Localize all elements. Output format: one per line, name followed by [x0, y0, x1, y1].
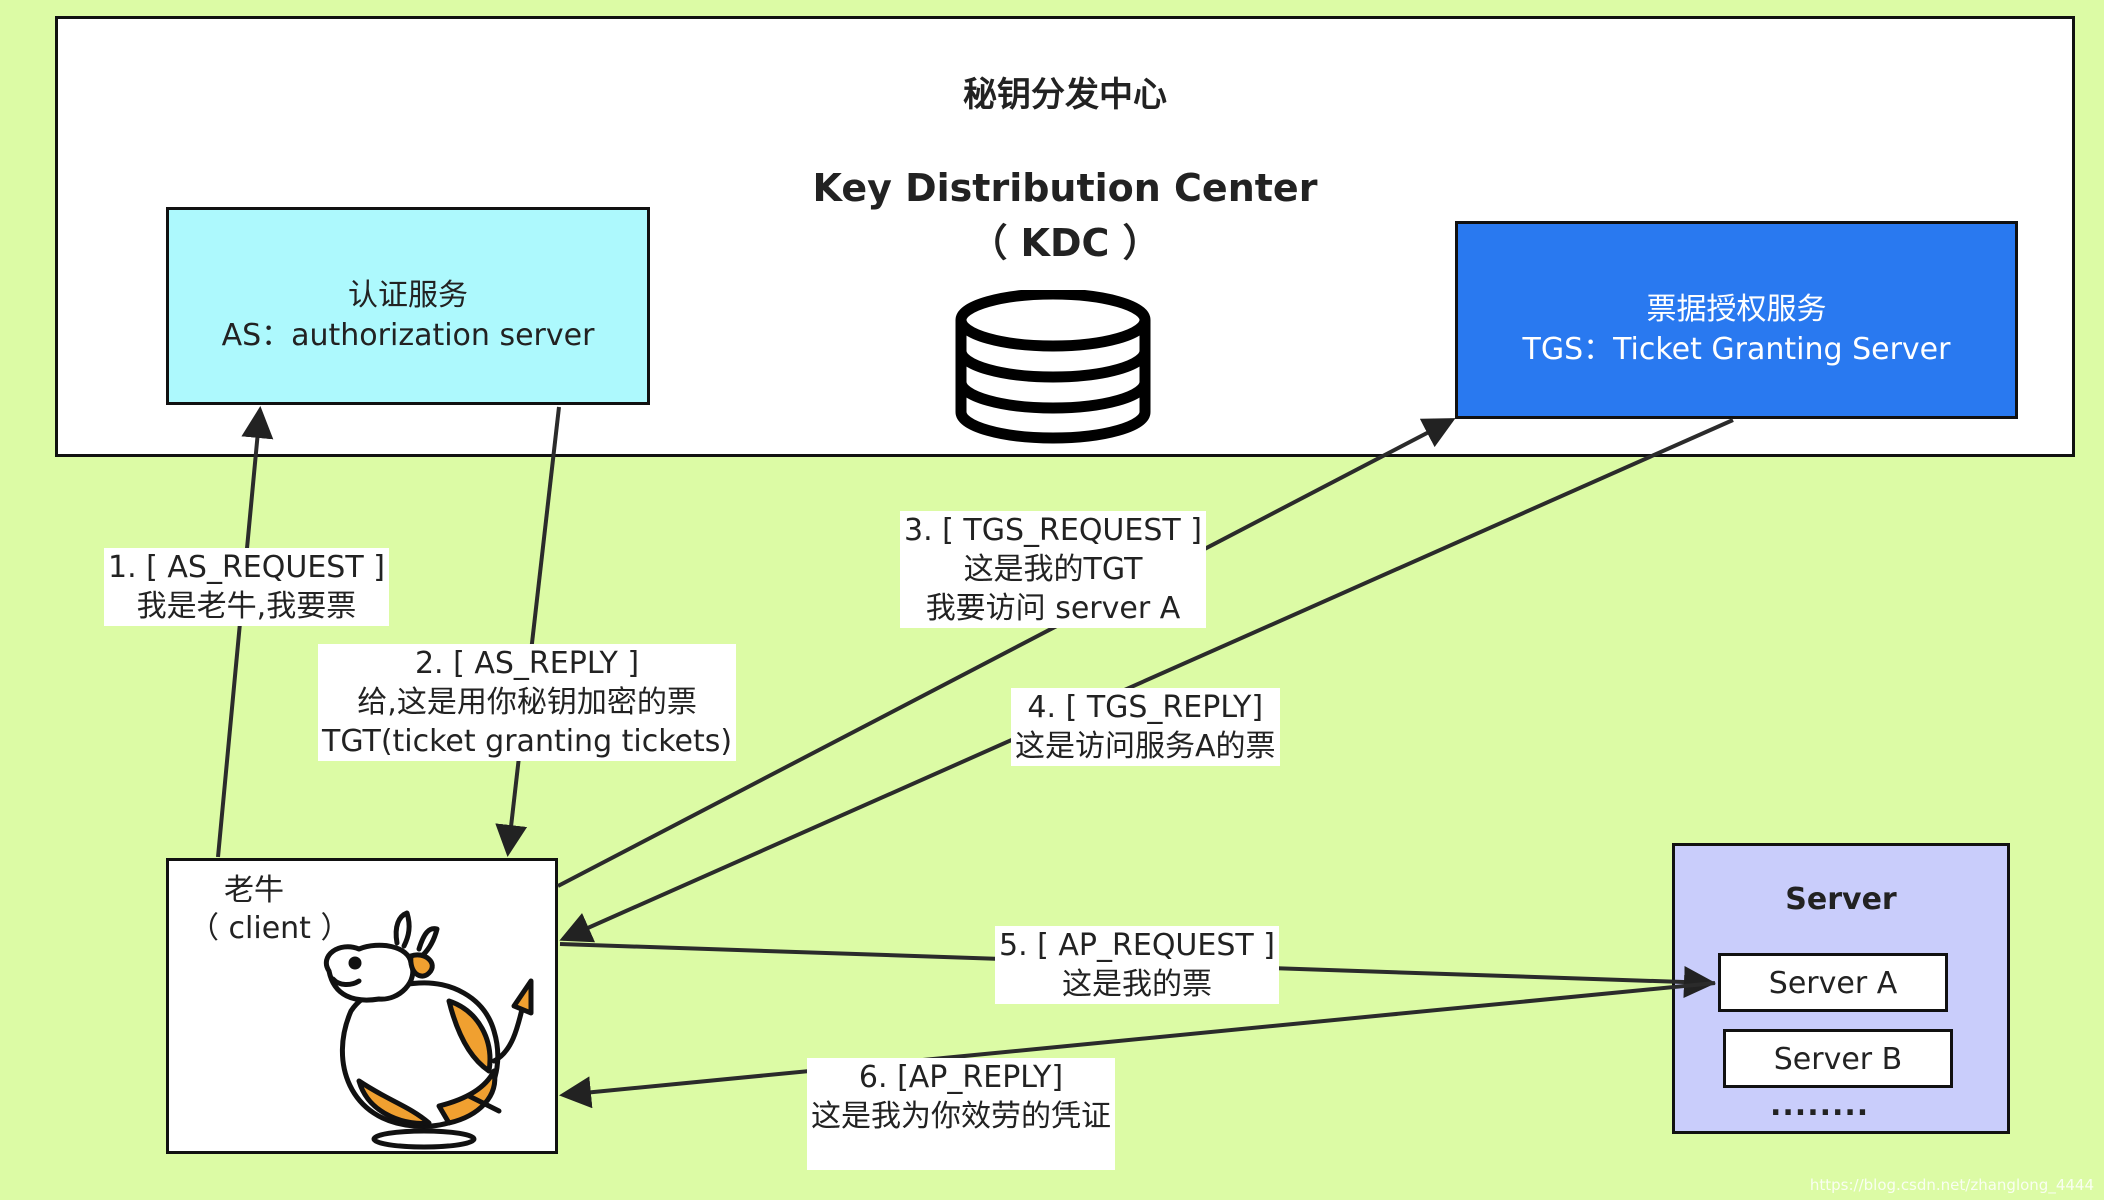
client-label-cn: 老牛	[224, 873, 284, 908]
arrow-tgs-reply	[559, 418, 1734, 943]
step5-label: 5. [ AP_REQUEST ] 这是我的票	[995, 926, 1279, 1004]
server-more-ellipsis: ........	[1770, 1088, 1870, 1123]
step5-title: 5. [ AP_REQUEST ]	[999, 928, 1275, 963]
cow-mascot-icon	[323, 910, 534, 1150]
client-box: 老牛 （ client ）	[166, 858, 558, 1154]
step6-label: 6. [AP_REPLY] 这是我为你效劳的凭证	[807, 1058, 1115, 1170]
step3-title: 3. [ TGS_REQUEST ]	[904, 513, 1202, 548]
arrow-ap-reply	[559, 981, 1716, 1109]
arrow-as-request	[216, 406, 274, 858]
step2-desc: 给,这是用你秘钥加密的票	[357, 685, 697, 720]
step3-desc: 这是我的TGT	[963, 552, 1143, 587]
step6-title: 6. [AP_REPLY]	[858, 1060, 1064, 1095]
server-b-box: Server B	[1723, 1029, 1953, 1088]
server-group-title: Server	[1785, 882, 1897, 917]
step1-title: 1. [ AS_REQUEST ]	[108, 550, 385, 585]
step3-detail: 我要访问 server A	[925, 591, 1181, 626]
server-a-label: Server A	[1768, 966, 1898, 1001]
step1-label: 1. [ AS_REQUEST ] 我是老牛,我要票	[104, 548, 389, 626]
step6-desc: 这是我为你效劳的凭证	[811, 1099, 1111, 1134]
step2-detail: TGT(ticket granting tickets)	[322, 724, 733, 759]
step4-title: 4. [ TGS_REPLY]	[1027, 690, 1264, 725]
arrow-as-reply	[495, 406, 561, 857]
step1-desc: 我是老牛,我要票	[136, 589, 357, 624]
as-box: 认证服务 AS：authorization server	[166, 207, 650, 405]
arrow-tgs-request	[557, 418, 1456, 888]
step5-desc: 这是我的票	[1061, 967, 1212, 1002]
database-icon	[955, 290, 1151, 444]
tgs-label-en: TGS：Ticket Granting Server	[1522, 332, 1951, 367]
kdc-title-en: Key Distribution Center	[812, 166, 1318, 210]
kdc-title-cn: 秘钥分发中心	[963, 75, 1167, 115]
client-label-en: （ client ）	[189, 911, 351, 946]
as-label-en: AS：authorization server	[221, 318, 595, 353]
kdc-title-abbr: （ KDC ）	[969, 221, 1161, 265]
step2-title: 2. [ AS_REPLY ]	[414, 646, 640, 681]
watermark: https://blog.csdn.net/zhanglong_4444	[1809, 1176, 2094, 1194]
step3-label: 3. [ TGS_REQUEST ] 这是我的TGT 我要访问 server A	[900, 511, 1206, 628]
tgs-box: 票据授权服务 TGS：Ticket Granting Server	[1455, 221, 2018, 419]
step2-label: 2. [ AS_REPLY ] 给,这是用你秘钥加密的票 TGT(ticket …	[318, 644, 737, 761]
tgs-label-cn: 票据授权服务	[1646, 292, 1827, 327]
server-a-box: Server A	[1718, 953, 1948, 1012]
as-label-cn: 认证服务	[348, 278, 468, 313]
server-b-label: Server B	[1773, 1042, 1903, 1077]
step4-desc: 这是访问服务A的票	[1015, 729, 1276, 764]
step4-label: 4. [ TGS_REPLY] 这是访问服务A的票	[1011, 688, 1280, 766]
